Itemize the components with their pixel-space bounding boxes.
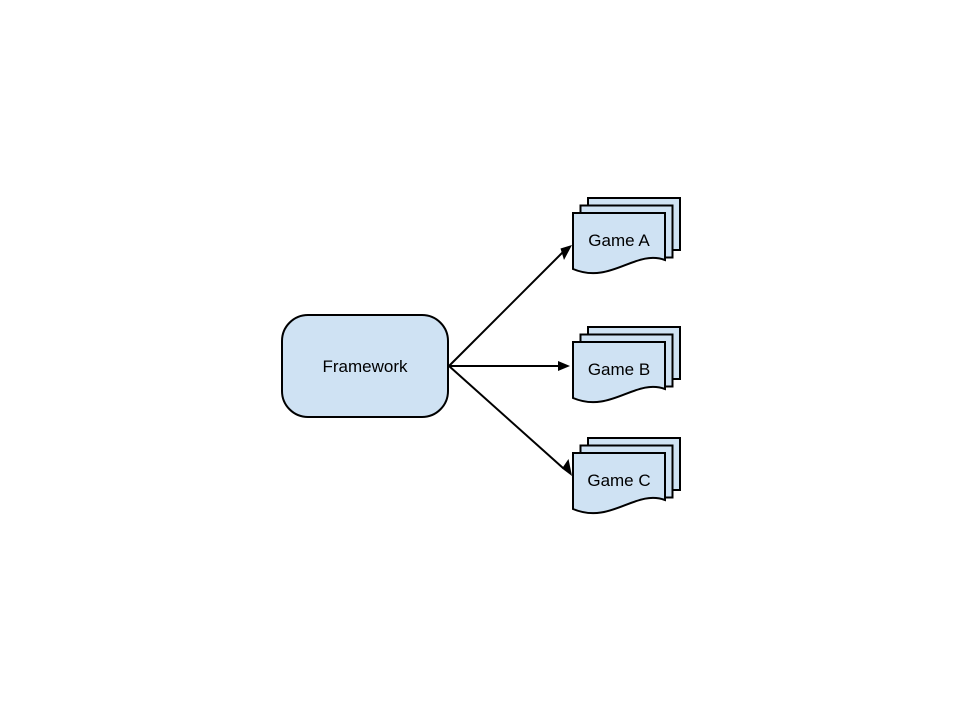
framework-shape	[281, 314, 449, 418]
game-c-document-shape	[572, 452, 666, 515]
game-b-stack: Game B	[572, 326, 681, 404]
framework-label: Framework	[322, 357, 408, 376]
framework-node: Framework	[281, 314, 449, 418]
game-a-document-shape	[572, 212, 666, 275]
game-c-label: Game C	[587, 471, 650, 490]
connector-framework-to-game-a	[448, 250, 565, 367]
arrowhead-game-a-icon	[560, 245, 572, 260]
game-a-stack: Game A	[572, 197, 681, 275]
game-b-label: Game B	[588, 360, 650, 379]
game-a-label: Game A	[588, 231, 650, 250]
arrowhead-game-c-icon	[562, 459, 572, 476]
connectors	[448, 245, 572, 476]
game-b-document-shape	[572, 341, 666, 404]
game-c-stack: Game C	[572, 437, 681, 515]
arrowhead-game-b-icon	[558, 361, 570, 371]
connector-framework-to-game-c	[448, 365, 564, 469]
